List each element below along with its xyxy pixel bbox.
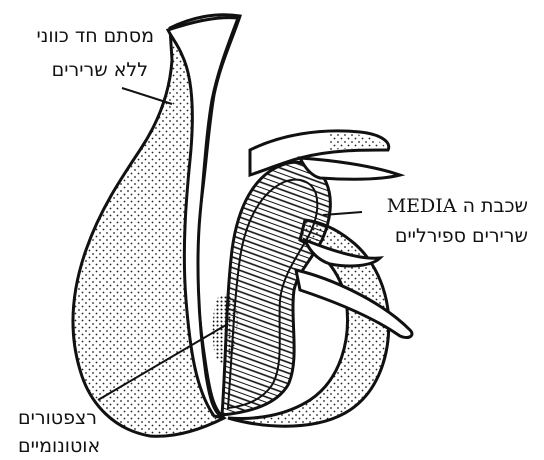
label-receptors-line1: רצפטורים bbox=[18, 406, 97, 431]
label-sphincter-line2: ללא שרירים bbox=[52, 58, 148, 83]
label-media-prefix: שכבת ה bbox=[463, 195, 528, 217]
label-media-line2: שרירים ספירליים bbox=[395, 224, 528, 249]
label-media-line1: שכבת ה MEDIA bbox=[387, 194, 528, 219]
label-media-latin: MEDIA bbox=[387, 195, 457, 217]
label-sphincter-line1: מסתם חד כווני bbox=[37, 24, 154, 49]
flap-middle bbox=[300, 158, 400, 179]
label-receptors-line2: אוטונומיים bbox=[18, 434, 100, 459]
